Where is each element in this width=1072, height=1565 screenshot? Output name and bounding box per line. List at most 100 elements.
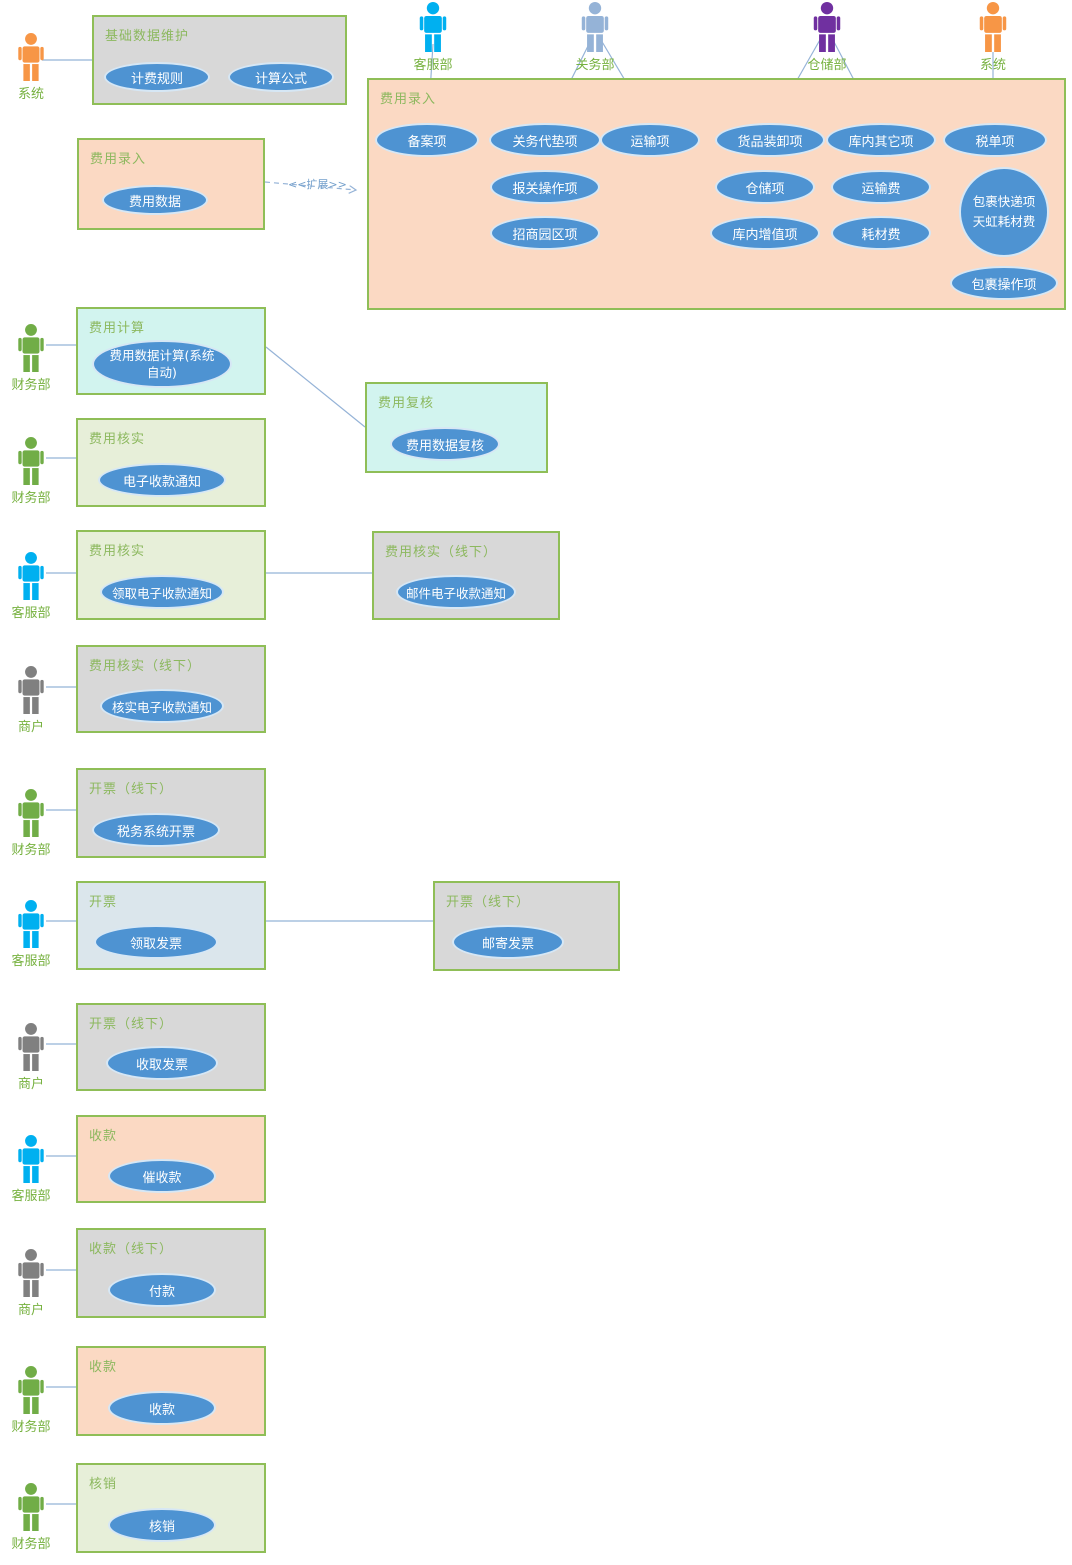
usecase-receive-e-payment-notice[interactable]: 领取电子收款通知 [100, 575, 224, 609]
box-title: 开票（线下） [89, 782, 174, 797]
person-icon [14, 1135, 48, 1183]
box-title: 开票（线下） [89, 1017, 174, 1032]
person-icon [14, 1366, 48, 1414]
box-title: 费用核实 [89, 544, 146, 559]
actor-customer-service-top[interactable]: 客服部 [410, 2, 456, 73]
actor-label: 客服部 [413, 58, 453, 73]
actor-label: 商户 [17, 720, 44, 735]
actor-finance-fee-verification[interactable]: 财务部 [8, 437, 54, 506]
usecase-collect-invoice[interactable]: 收取发票 [106, 1046, 218, 1080]
box-title: 开票（线下） [446, 895, 531, 910]
actor-finance-collection[interactable]: 财务部 [8, 1366, 54, 1435]
person-icon [14, 900, 48, 948]
usecase-parcel-line2: 天虹耗材费 [972, 214, 1036, 229]
actor-cs-invoicing[interactable]: 客服部 [8, 900, 54, 969]
usecase-fee-data-review[interactable]: 费用数据复核 [390, 427, 500, 461]
usecase-parcel-express-item[interactable]: 包裹快递项 天虹耗材费 [959, 167, 1049, 257]
box-title: 费用核实（线下） [89, 659, 202, 674]
box-title: 费用复核 [378, 396, 435, 411]
actor-finance-invoicing-offline[interactable]: 财务部 [8, 789, 54, 858]
box-title: 费用录入 [380, 92, 437, 107]
usecase-storage-item[interactable]: 仓储项 [715, 170, 815, 204]
person-icon [14, 552, 48, 600]
usecase-receive-invoice[interactable]: 领取发票 [94, 925, 218, 959]
box-title: 收款 [89, 1129, 118, 1144]
usecase-loading-item[interactable]: 货品装卸项 [715, 123, 825, 157]
usecase-verify-e-payment-notice[interactable]: 核实电子收款通知 [100, 689, 224, 723]
actor-warehouse-top[interactable]: 仓储部 [804, 2, 850, 73]
box-title: 费用核实（线下） [385, 545, 498, 560]
usecase-mail-e-payment-notice[interactable]: 邮件电子收款通知 [396, 575, 516, 609]
usecase-warehouse-other-item[interactable]: 库内其它项 [826, 123, 936, 157]
person-icon [14, 666, 48, 714]
usecase-merchants-park-item[interactable]: 招商园区项 [490, 216, 600, 250]
actor-merchant-invoicing-offline[interactable]: 商户 [8, 1023, 54, 1092]
box-title: 收款（线下） [89, 1242, 174, 1257]
box-title: 费用核实 [89, 432, 146, 447]
person-icon [809, 2, 845, 52]
usecase-filing-item[interactable]: 备案项 [375, 123, 479, 157]
actor-label: 财务部 [11, 1537, 51, 1552]
person-icon [415, 2, 451, 52]
box-base-data-maintenance: 基础数据维护 [92, 15, 347, 105]
actor-finance-write-off[interactable]: 财务部 [8, 1483, 54, 1552]
person-icon [975, 2, 1011, 52]
actor-label: 客服部 [11, 954, 51, 969]
line-calc-to-review [265, 346, 366, 428]
usecase-transport-item[interactable]: 运输项 [600, 123, 700, 157]
actor-label: 商户 [17, 1303, 44, 1318]
usecase-mail-invoice[interactable]: 邮寄发票 [452, 925, 564, 959]
usecase-fee-data-calculation[interactable]: 费用数据计算(系统自动) [92, 340, 232, 388]
box-title: 基础数据维护 [105, 29, 190, 44]
usecase-calculation-formula[interactable]: 计算公式 [228, 62, 334, 92]
usecase-consumables-fee[interactable]: 耗材费 [831, 216, 931, 250]
box-fee-entry-small: 费用录入 [77, 138, 265, 230]
actor-system-top[interactable]: 系统 [970, 2, 1016, 73]
usecase-parcel-operation-item[interactable]: 包裹操作项 [950, 266, 1058, 300]
actor-finance-fee-calculation[interactable]: 财务部 [8, 324, 54, 393]
actor-cs-fee-verification[interactable]: 客服部 [8, 552, 54, 621]
actor-label: 财务部 [11, 1420, 51, 1435]
usecase-warehouse-value-added-item[interactable]: 库内增值项 [710, 216, 820, 250]
actor-label: 客服部 [11, 1189, 51, 1204]
usecase-fee-data[interactable]: 费用数据 [102, 185, 208, 215]
usecase-parcel-line1: 包裹快递项 [972, 194, 1036, 209]
box-title: 费用录入 [90, 152, 147, 167]
usecase-customs-operation-item[interactable]: 报关操作项 [490, 170, 600, 204]
person-icon [14, 1023, 48, 1071]
actor-label: 商户 [17, 1077, 44, 1092]
extend-stereotype-label: <<扩展>> [288, 178, 347, 191]
person-icon [14, 789, 48, 837]
actor-label: 财务部 [11, 843, 51, 858]
person-icon [577, 2, 613, 52]
person-icon [14, 33, 48, 81]
usecase-e-payment-notice[interactable]: 电子收款通知 [98, 463, 226, 497]
actor-cs-collection[interactable]: 客服部 [8, 1135, 54, 1204]
box-title: 核销 [89, 1477, 118, 1492]
actor-label: 仓储部 [807, 58, 847, 73]
usecase-tax-system-invoicing[interactable]: 税务系统开票 [92, 813, 220, 847]
usecase-receive-payment[interactable]: 收款 [108, 1391, 216, 1425]
usecase-customs-advance-item[interactable]: 关务代垫项 [489, 123, 601, 157]
box-fee-entry-main: 费用录入 [367, 78, 1066, 310]
usecase-transport-fee[interactable]: 运输费 [831, 170, 931, 204]
actor-label: 系统 [979, 58, 1006, 73]
actor-label: 客服部 [11, 606, 51, 621]
actor-merchant-collection-offline[interactable]: 商户 [8, 1249, 54, 1318]
usecase-urge-payment[interactable]: 催收款 [108, 1159, 216, 1193]
usecase-tax-bill-item[interactable]: 税单项 [943, 123, 1047, 157]
actor-system-topleft[interactable]: 系统 [8, 33, 54, 102]
person-icon [14, 1483, 48, 1531]
actor-merchant-fee-verification-offline[interactable]: 商户 [8, 666, 54, 735]
actor-label: 财务部 [11, 378, 51, 393]
actor-customs-top[interactable]: 关务部 [572, 2, 618, 73]
box-title: 开票 [89, 895, 118, 910]
usecase-billing-rules[interactable]: 计费规则 [104, 62, 210, 92]
box-title: 收款 [89, 1360, 118, 1375]
usecase-write-off[interactable]: 核销 [108, 1508, 216, 1542]
actor-label: 系统 [17, 87, 44, 102]
usecase-pay[interactable]: 付款 [108, 1273, 216, 1307]
actor-label: 关务部 [575, 58, 615, 73]
person-icon [14, 324, 48, 372]
